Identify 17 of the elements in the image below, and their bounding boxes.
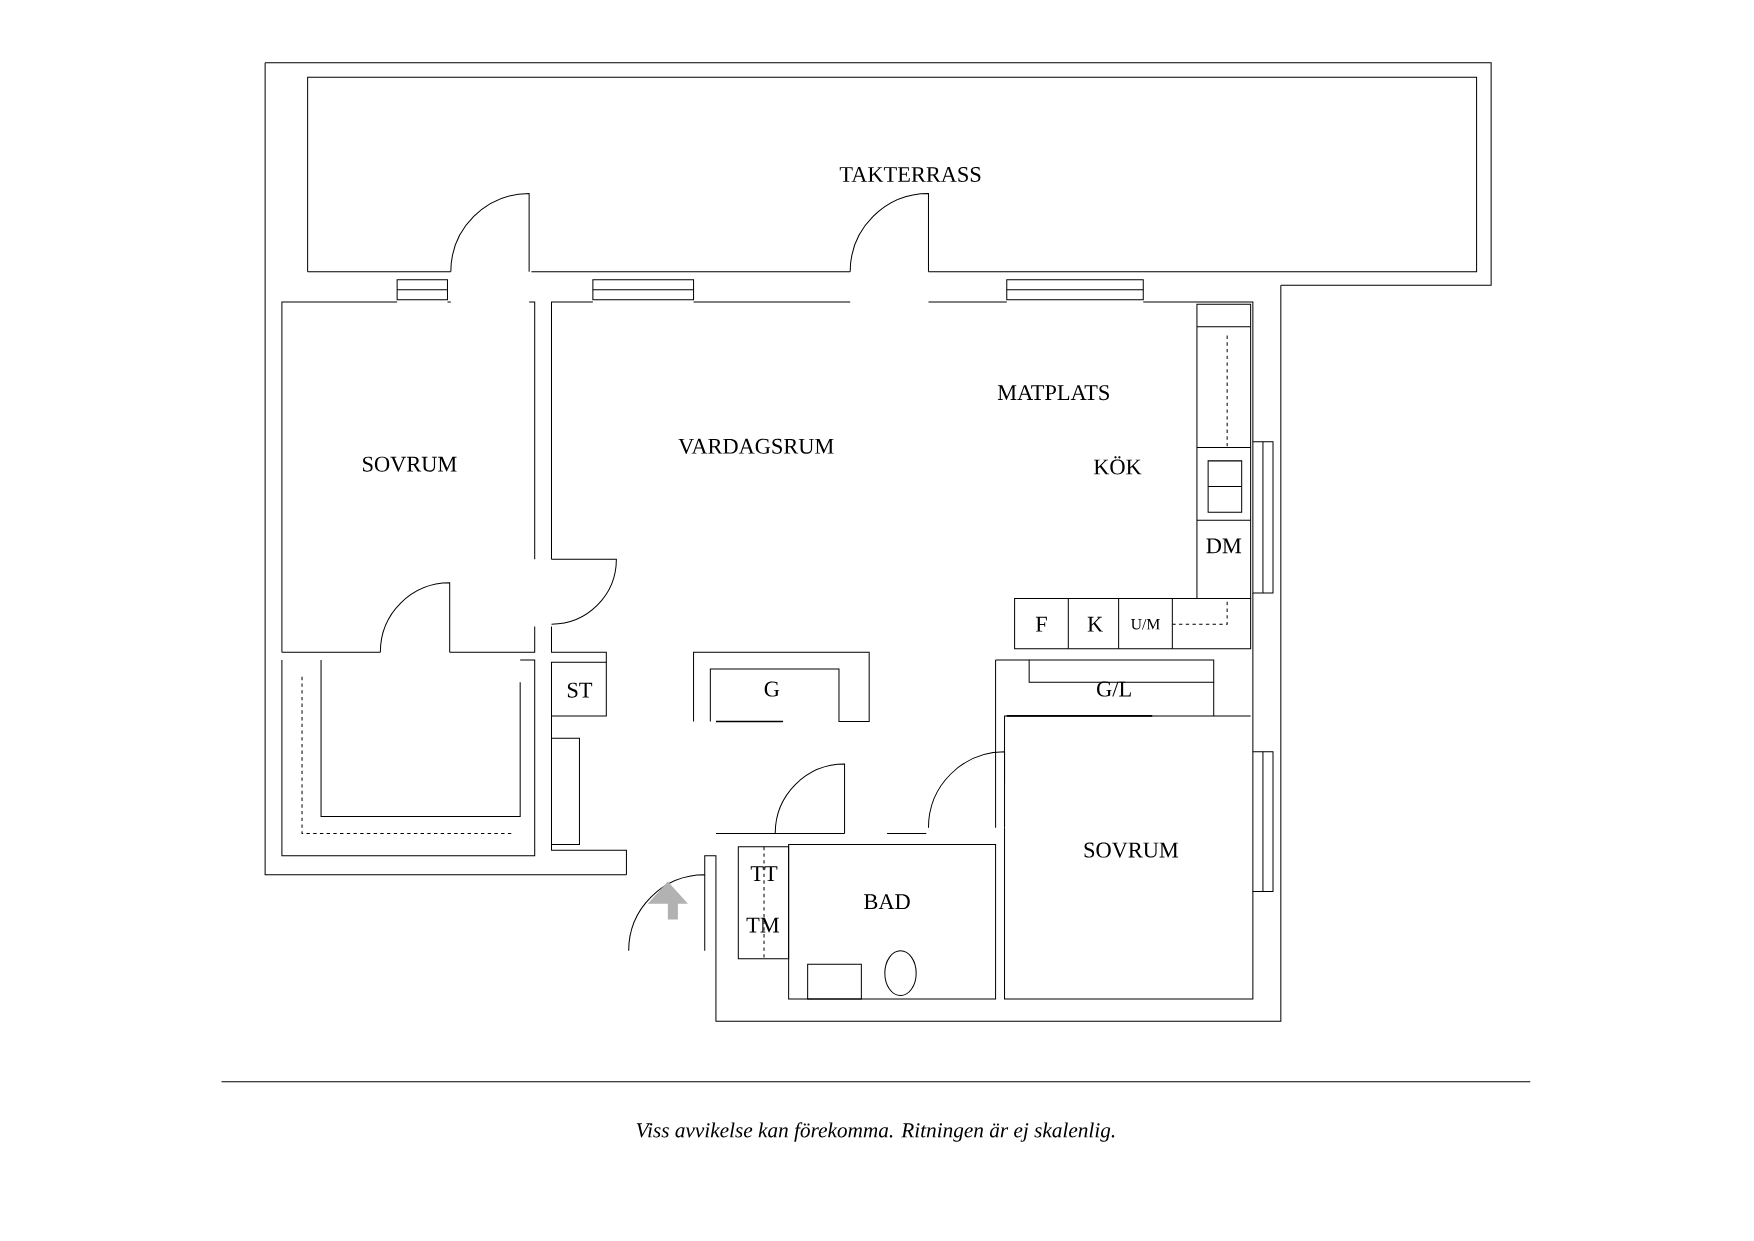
- room-label: MATPLATS: [997, 385, 1109, 401]
- fixture-label: TT: [750, 866, 778, 882]
- fixture-label: ST: [567, 682, 593, 698]
- fixture-label: DM: [1206, 538, 1242, 554]
- fixture-label: K: [1087, 617, 1103, 632]
- room-label: BAD: [864, 894, 910, 910]
- fixture-label: TM: [746, 918, 780, 933]
- fixture-label: U/M: [1131, 619, 1160, 630]
- room-label: SOVRUM: [363, 456, 457, 472]
- room-label: KÖK: [1093, 456, 1142, 475]
- disclaimer-note: Viss avvikelse kan förekomma. Ritningen är ej skalenlig.: [636, 1122, 1115, 1142]
- fixture-label: G/L: [1097, 681, 1131, 697]
- room-label: TAKTERRASS: [839, 167, 981, 183]
- fixture-label: G: [764, 681, 780, 697]
- room-label: SOVRUM: [1084, 842, 1179, 858]
- room-label: VARDAGSRUM: [678, 439, 834, 455]
- fixture-label: F: [1035, 617, 1047, 632]
